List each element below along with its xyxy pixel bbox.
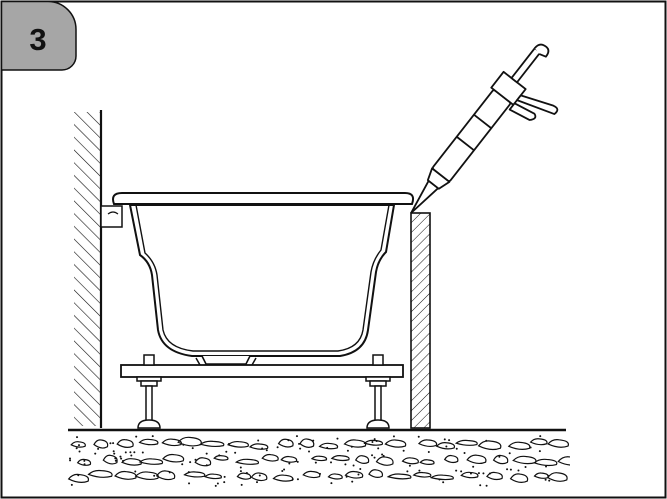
bathtub-icon	[100, 192, 415, 365]
step-badge: 3	[0, 0, 77, 71]
silicone-caulking-gun-icon	[410, 43, 559, 214]
side-panel-icon	[410, 212, 431, 429]
concrete-floor-icon	[67, 428, 570, 487]
bathtub-support-frame-icon	[120, 357, 404, 378]
step-number: 3	[29, 22, 46, 57]
adjustable-feet-icon	[136, 354, 391, 429]
wall-hatch-icon	[74, 110, 103, 428]
